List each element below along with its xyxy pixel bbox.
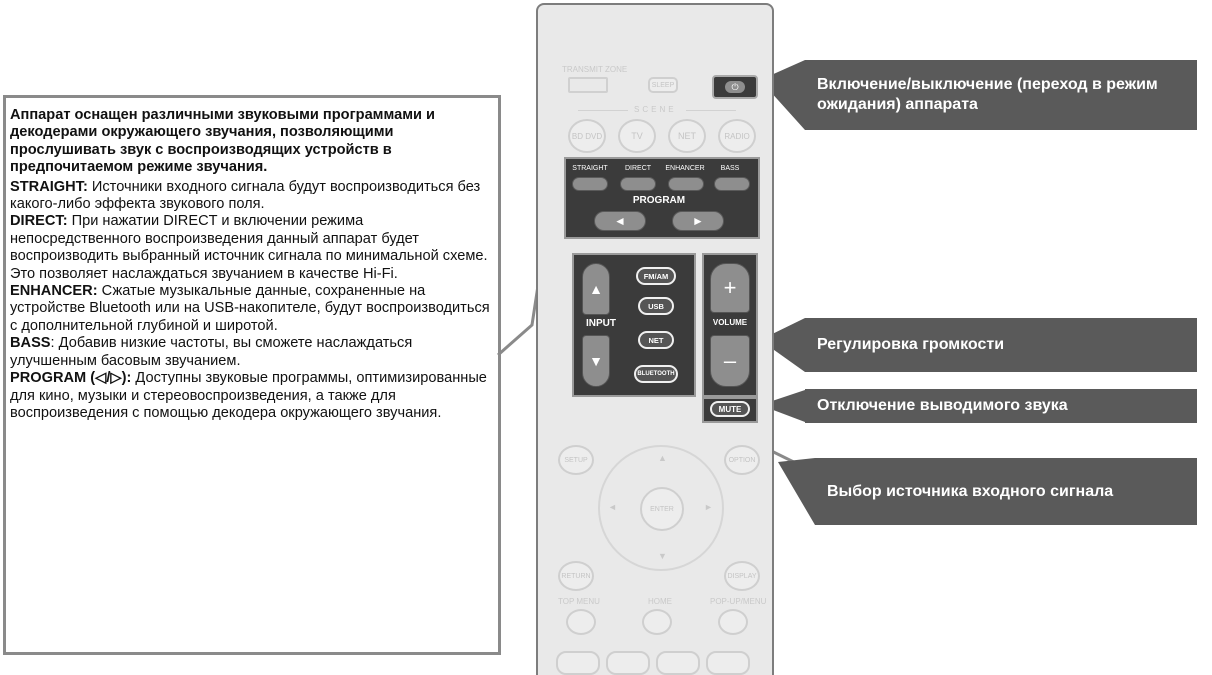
direct-button[interactable] bbox=[620, 177, 656, 191]
cursor-left-icon[interactable]: ◄ bbox=[608, 502, 617, 512]
cursor-down-icon[interactable]: ▼ bbox=[658, 551, 667, 561]
enhancer-label: ENHANCER bbox=[665, 165, 705, 172]
display-button[interactable]: DISPLAY bbox=[724, 561, 760, 591]
left-arrow-icon: ◄ bbox=[614, 214, 626, 228]
cursor-ring bbox=[598, 445, 724, 571]
callout-power: Включение/выключение (переход в режим ож… bbox=[805, 60, 1197, 130]
plus-icon: + bbox=[723, 275, 737, 300]
color-button-3[interactable] bbox=[656, 651, 700, 675]
enter-button[interactable]: ENTER bbox=[640, 487, 684, 531]
zone-switch[interactable] bbox=[568, 77, 608, 93]
description-intro: Аппарат оснащен различными звуковыми про… bbox=[10, 107, 435, 176]
remote-control: TRANSMIT ZONE SLEEP ⏻ SCENE BD DVD TV NE… bbox=[536, 3, 774, 675]
power-button[interactable]: ⏻ bbox=[712, 75, 758, 99]
scene-divider-left bbox=[578, 110, 628, 111]
color-button-2[interactable] bbox=[606, 651, 650, 675]
scene-radio-button[interactable]: RADIO bbox=[718, 119, 756, 153]
sleep-button[interactable]: SLEEP bbox=[648, 77, 678, 93]
bass-label: BASS bbox=[720, 165, 740, 172]
description-frame bbox=[3, 95, 501, 655]
input-label: INPUT bbox=[586, 318, 616, 329]
description-direct: DIRECT: При нажатии DIRECT и включении р… bbox=[10, 213, 488, 282]
minus-icon: – bbox=[723, 348, 737, 373]
scene-label: SCENE bbox=[634, 105, 677, 114]
description-text: Аппарат оснащен различными звуковыми про… bbox=[10, 107, 496, 422]
bass-button[interactable] bbox=[714, 177, 750, 191]
option-button[interactable]: OPTION bbox=[724, 445, 760, 475]
description-bass: BASS: Добавив низкие частоты, вы сможете… bbox=[10, 335, 413, 369]
description-straight: STRAIGHT: Источники входного сигнала буд… bbox=[10, 178, 481, 213]
scene-bd-dvd-button[interactable]: BD DVD bbox=[568, 119, 606, 153]
callout-input: Выбор источника входного сигнала bbox=[815, 458, 1197, 525]
input-pointer bbox=[778, 458, 815, 525]
enhancer-button[interactable] bbox=[668, 177, 704, 191]
straight-label: STRAIGHT bbox=[572, 165, 608, 172]
callout-mute: Отключение выводимого звука bbox=[805, 389, 1197, 423]
home-label: HOME bbox=[648, 597, 672, 606]
top-menu-button[interactable] bbox=[566, 609, 596, 635]
volume-down-button[interactable]: – bbox=[710, 335, 750, 387]
program-label: PROGRAM bbox=[632, 195, 686, 206]
fm-am-button[interactable]: FM/AM bbox=[636, 267, 676, 285]
mute-button[interactable]: MUTE bbox=[710, 401, 750, 417]
popup-menu-label: POP-UP/MENU bbox=[710, 597, 767, 606]
bluetooth-button[interactable]: BLUETOOTH bbox=[634, 365, 678, 383]
direct-label: DIRECT bbox=[624, 165, 652, 172]
top-menu-label: TOP MENU bbox=[558, 597, 600, 606]
net-button[interactable]: NET bbox=[638, 331, 674, 349]
zone-label: TRANSMIT ZONE bbox=[562, 65, 628, 74]
up-arrow-icon: ▲ bbox=[589, 281, 603, 297]
program-left-button[interactable]: ◄ bbox=[594, 211, 646, 231]
scene-net-button[interactable]: NET bbox=[668, 119, 706, 153]
return-button[interactable]: RETURN bbox=[558, 561, 594, 591]
callout-volume: Регулировка громкости bbox=[805, 318, 1197, 372]
straight-button[interactable] bbox=[572, 177, 608, 191]
cursor-right-icon[interactable]: ► bbox=[704, 502, 713, 512]
home-button[interactable] bbox=[642, 609, 672, 635]
down-arrow-icon: ▼ bbox=[589, 353, 603, 369]
popup-menu-button[interactable] bbox=[718, 609, 748, 635]
program-right-button[interactable]: ► bbox=[672, 211, 724, 231]
scene-tv-button[interactable]: TV bbox=[618, 119, 656, 153]
cursor-up-icon[interactable]: ▲ bbox=[658, 453, 667, 463]
scene-divider-right bbox=[686, 110, 736, 111]
color-button-1[interactable] bbox=[556, 651, 600, 675]
usb-button[interactable]: USB bbox=[638, 297, 674, 315]
volume-label: VOLUME bbox=[712, 318, 748, 327]
right-arrow-icon: ► bbox=[692, 214, 704, 228]
description-program: PROGRAM (◁/▷): Доступны звуковые програм… bbox=[10, 370, 487, 421]
color-button-4[interactable] bbox=[706, 651, 750, 675]
input-up-button[interactable]: ▲ bbox=[582, 263, 610, 315]
input-down-button[interactable]: ▼ bbox=[582, 335, 610, 387]
description-enhancer: ENHANCER: Сжатые музыкальные данные, сох… bbox=[10, 283, 490, 334]
volume-up-button[interactable]: + bbox=[710, 263, 750, 313]
setup-button[interactable]: SETUP bbox=[558, 445, 594, 475]
power-icon: ⏻ bbox=[725, 81, 745, 93]
